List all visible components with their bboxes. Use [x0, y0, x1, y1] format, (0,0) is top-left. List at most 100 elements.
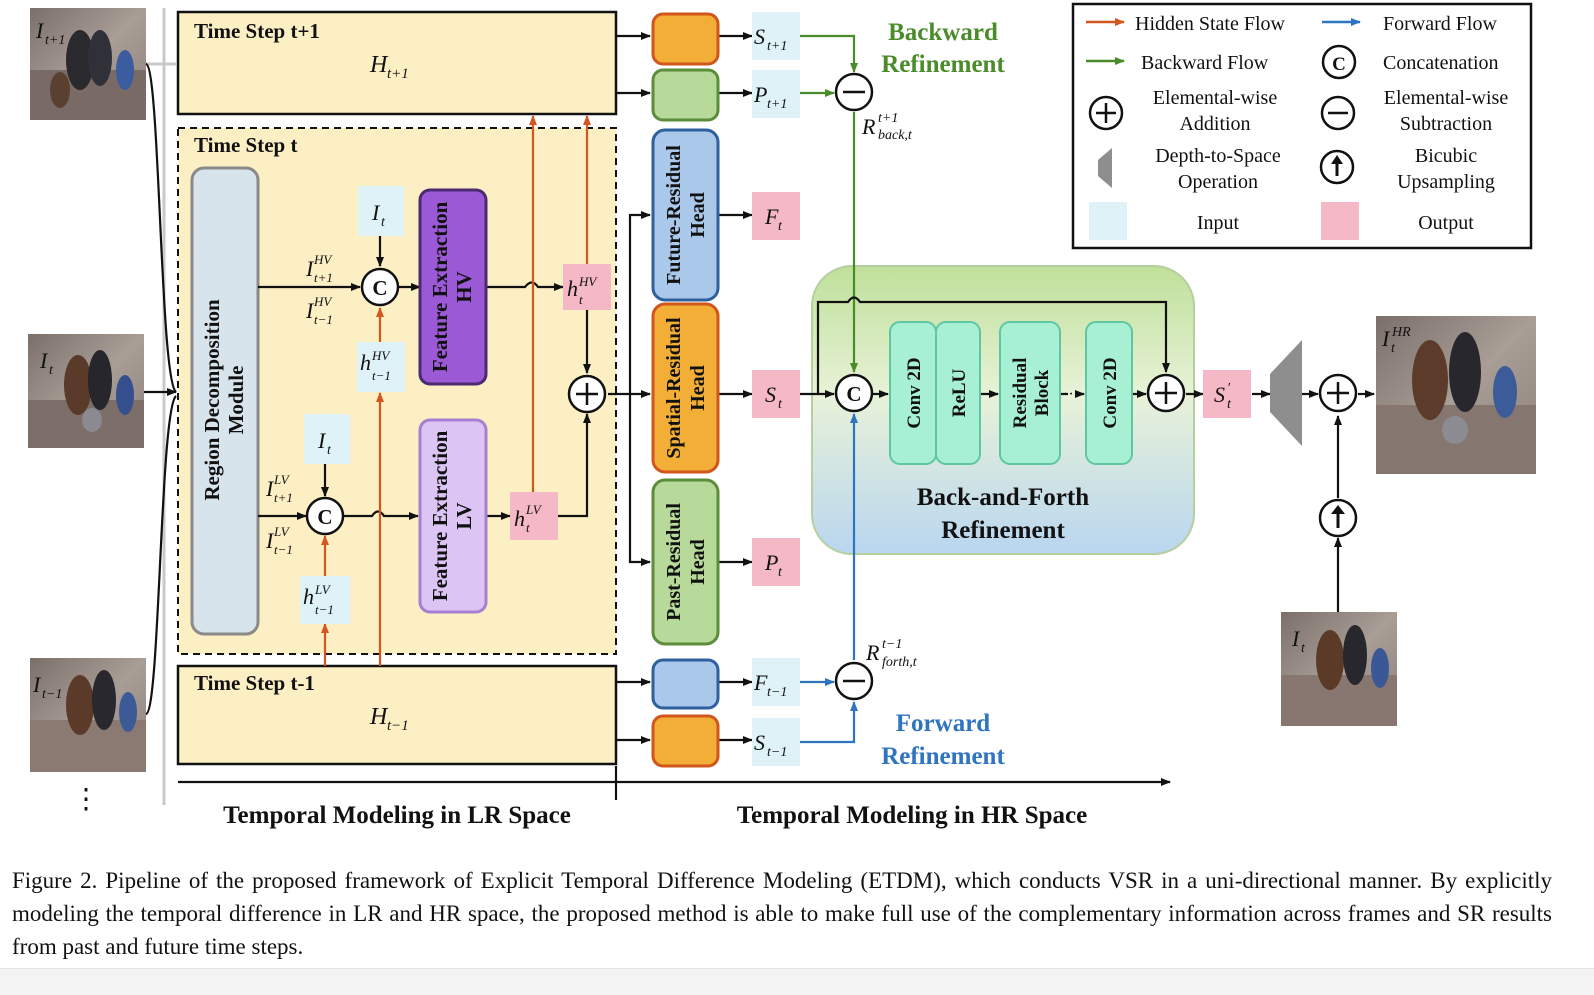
bicubic-upsample-icon	[1318, 498, 1358, 538]
refinement-lines	[800, 296, 1375, 612]
svg-text:t+1: t+1	[45, 33, 65, 48]
svg-text:Conv 2D: Conv 2D	[904, 357, 925, 428]
svg-text:I: I	[317, 428, 327, 453]
svg-text:LV: LV	[273, 524, 291, 539]
faint-input-lines	[145, 8, 176, 805]
svg-text:H: H	[369, 52, 389, 78]
svg-text:LV: LV	[273, 472, 291, 487]
legend-input-swatch	[1089, 202, 1127, 240]
svg-text:h: h	[360, 350, 371, 375]
timestep-t-label: Time Step t	[194, 133, 297, 157]
svg-text:I: I	[32, 672, 42, 697]
head-s-next	[651, 12, 720, 66]
hv-input-labels: I HV t+1 I HV t−1 I LV t+1 I LV t−1	[265, 252, 333, 557]
relu: ReLU	[935, 321, 981, 465]
svg-text:ReLU: ReLU	[949, 368, 970, 417]
forward-refinement-label-2: Refinement	[881, 743, 1005, 770]
svg-text:HV: HV	[578, 274, 598, 289]
hv-branch-lines	[258, 236, 651, 520]
svg-text:Output: Output	[1418, 212, 1474, 234]
timestep-t-plus-1-box: Time Step t+1 H t+1	[176, 10, 618, 116]
head-p-next	[651, 68, 720, 122]
subtract-forward	[834, 661, 874, 701]
svg-text:I: I	[305, 256, 315, 281]
svg-text:t+1: t+1	[274, 490, 293, 505]
svg-text:′: ′	[1227, 381, 1231, 396]
timestep-t-minus-1-box: Time Step t-1 H t−1	[176, 664, 618, 766]
head-s-prev	[651, 714, 720, 768]
out-s-next: S t+1	[752, 12, 800, 60]
svg-text:t−1: t−1	[372, 368, 391, 383]
svg-text:t: t	[381, 215, 386, 230]
out-s-prev: S t−1	[752, 718, 800, 766]
svg-text:S: S	[754, 730, 765, 755]
hidden-state-lines	[321, 115, 591, 666]
input-it-lv: I t	[304, 414, 350, 464]
out-s-t-prime: S ′ t	[1203, 370, 1251, 418]
conv2d-1: Conv 2D	[889, 321, 937, 465]
figure-caption: Figure 2. Pipeline of the proposed frame…	[12, 868, 1552, 959]
svg-text:R: R	[865, 640, 880, 665]
svg-text:t−1: t−1	[314, 312, 333, 327]
svg-text:Depth-to-Space: Depth-to-Space	[1155, 145, 1281, 167]
svg-text:C: C	[317, 505, 332, 529]
svg-text:I: I	[35, 18, 45, 43]
svg-text:C: C	[1332, 54, 1346, 75]
svg-text:C: C	[372, 276, 387, 300]
frame-i-t: I t	[28, 334, 144, 448]
svg-text:t: t	[526, 520, 530, 535]
svg-text:S: S	[754, 24, 765, 49]
out-p-next: P t+1	[752, 70, 800, 118]
svg-text:Head: Head	[687, 539, 709, 585]
hidden-lv-current: h LV t	[510, 492, 558, 540]
svg-text:Hidden State Flow: Hidden State Flow	[1135, 13, 1286, 35]
subtract-backward	[834, 72, 874, 112]
svg-text:t+1: t+1	[314, 270, 333, 285]
svg-text:t+1: t+1	[767, 97, 787, 112]
svg-text:Feature Extraction: Feature Extraction	[428, 201, 452, 372]
svg-text:Module: Module	[224, 366, 248, 435]
concat-refine: C	[834, 373, 874, 413]
svg-text:t: t	[778, 565, 783, 580]
spatial-residual-head: Spatial-Residual Head	[651, 302, 720, 474]
forward-refinement-label-1: Forward	[896, 710, 991, 737]
svg-text:back,t: back,t	[878, 128, 913, 143]
svg-text:Addition: Addition	[1179, 113, 1250, 135]
input-it-hv: I t	[358, 186, 404, 236]
add-fusion	[567, 374, 607, 414]
svg-text:Elemental-wise: Elemental-wise	[1384, 87, 1509, 109]
svg-text:Upsampling: Upsampling	[1397, 171, 1495, 193]
svg-text:Forward Flow: Forward Flow	[1383, 13, 1497, 35]
svg-text:LV: LV	[525, 502, 543, 517]
svg-text:F: F	[764, 204, 779, 229]
svg-text:t: t	[778, 219, 783, 234]
timestep-t-minus-1-label: Time Step t-1	[194, 671, 315, 695]
legend-depth-to-space-icon	[1098, 148, 1112, 188]
svg-text:HV: HV	[371, 348, 391, 363]
svg-text:Residual: Residual	[1010, 358, 1031, 429]
svg-text:Back-and-Forth: Back-and-Forth	[917, 484, 1089, 511]
frame-i-t-bottom: I t	[1281, 612, 1397, 726]
backward-flow-lines	[800, 34, 858, 373]
svg-text:I: I	[39, 348, 49, 373]
svg-text:Block: Block	[1032, 369, 1053, 416]
backward-refinement-label-1: Backward	[888, 19, 998, 46]
svg-text:I: I	[371, 200, 381, 225]
legend: Hidden State Flow Forward Flow Backward …	[1071, 2, 1533, 250]
region-decomposition-module: Region Decomposition Module	[190, 166, 260, 636]
head-lines	[616, 32, 753, 744]
svg-text:forth,t: forth,t	[882, 655, 918, 670]
hidden-hv-current: h HV t	[563, 264, 611, 310]
out-s-t: S t	[752, 370, 800, 418]
svg-text:Spatial-Residual: Spatial-Residual	[663, 317, 685, 459]
svg-text:LV: LV	[452, 502, 476, 529]
svg-text:Operation: Operation	[1178, 171, 1258, 193]
svg-text:t+1: t+1	[767, 39, 787, 54]
svg-text:HV: HV	[452, 271, 476, 303]
svg-text:I: I	[1381, 326, 1391, 351]
concat-lv: C	[305, 496, 345, 536]
svg-text:HV: HV	[313, 294, 333, 309]
head-f-prev	[651, 658, 720, 710]
svg-text:Future-Residual: Future-Residual	[663, 145, 685, 285]
residual-block: Residual Block	[999, 321, 1061, 465]
